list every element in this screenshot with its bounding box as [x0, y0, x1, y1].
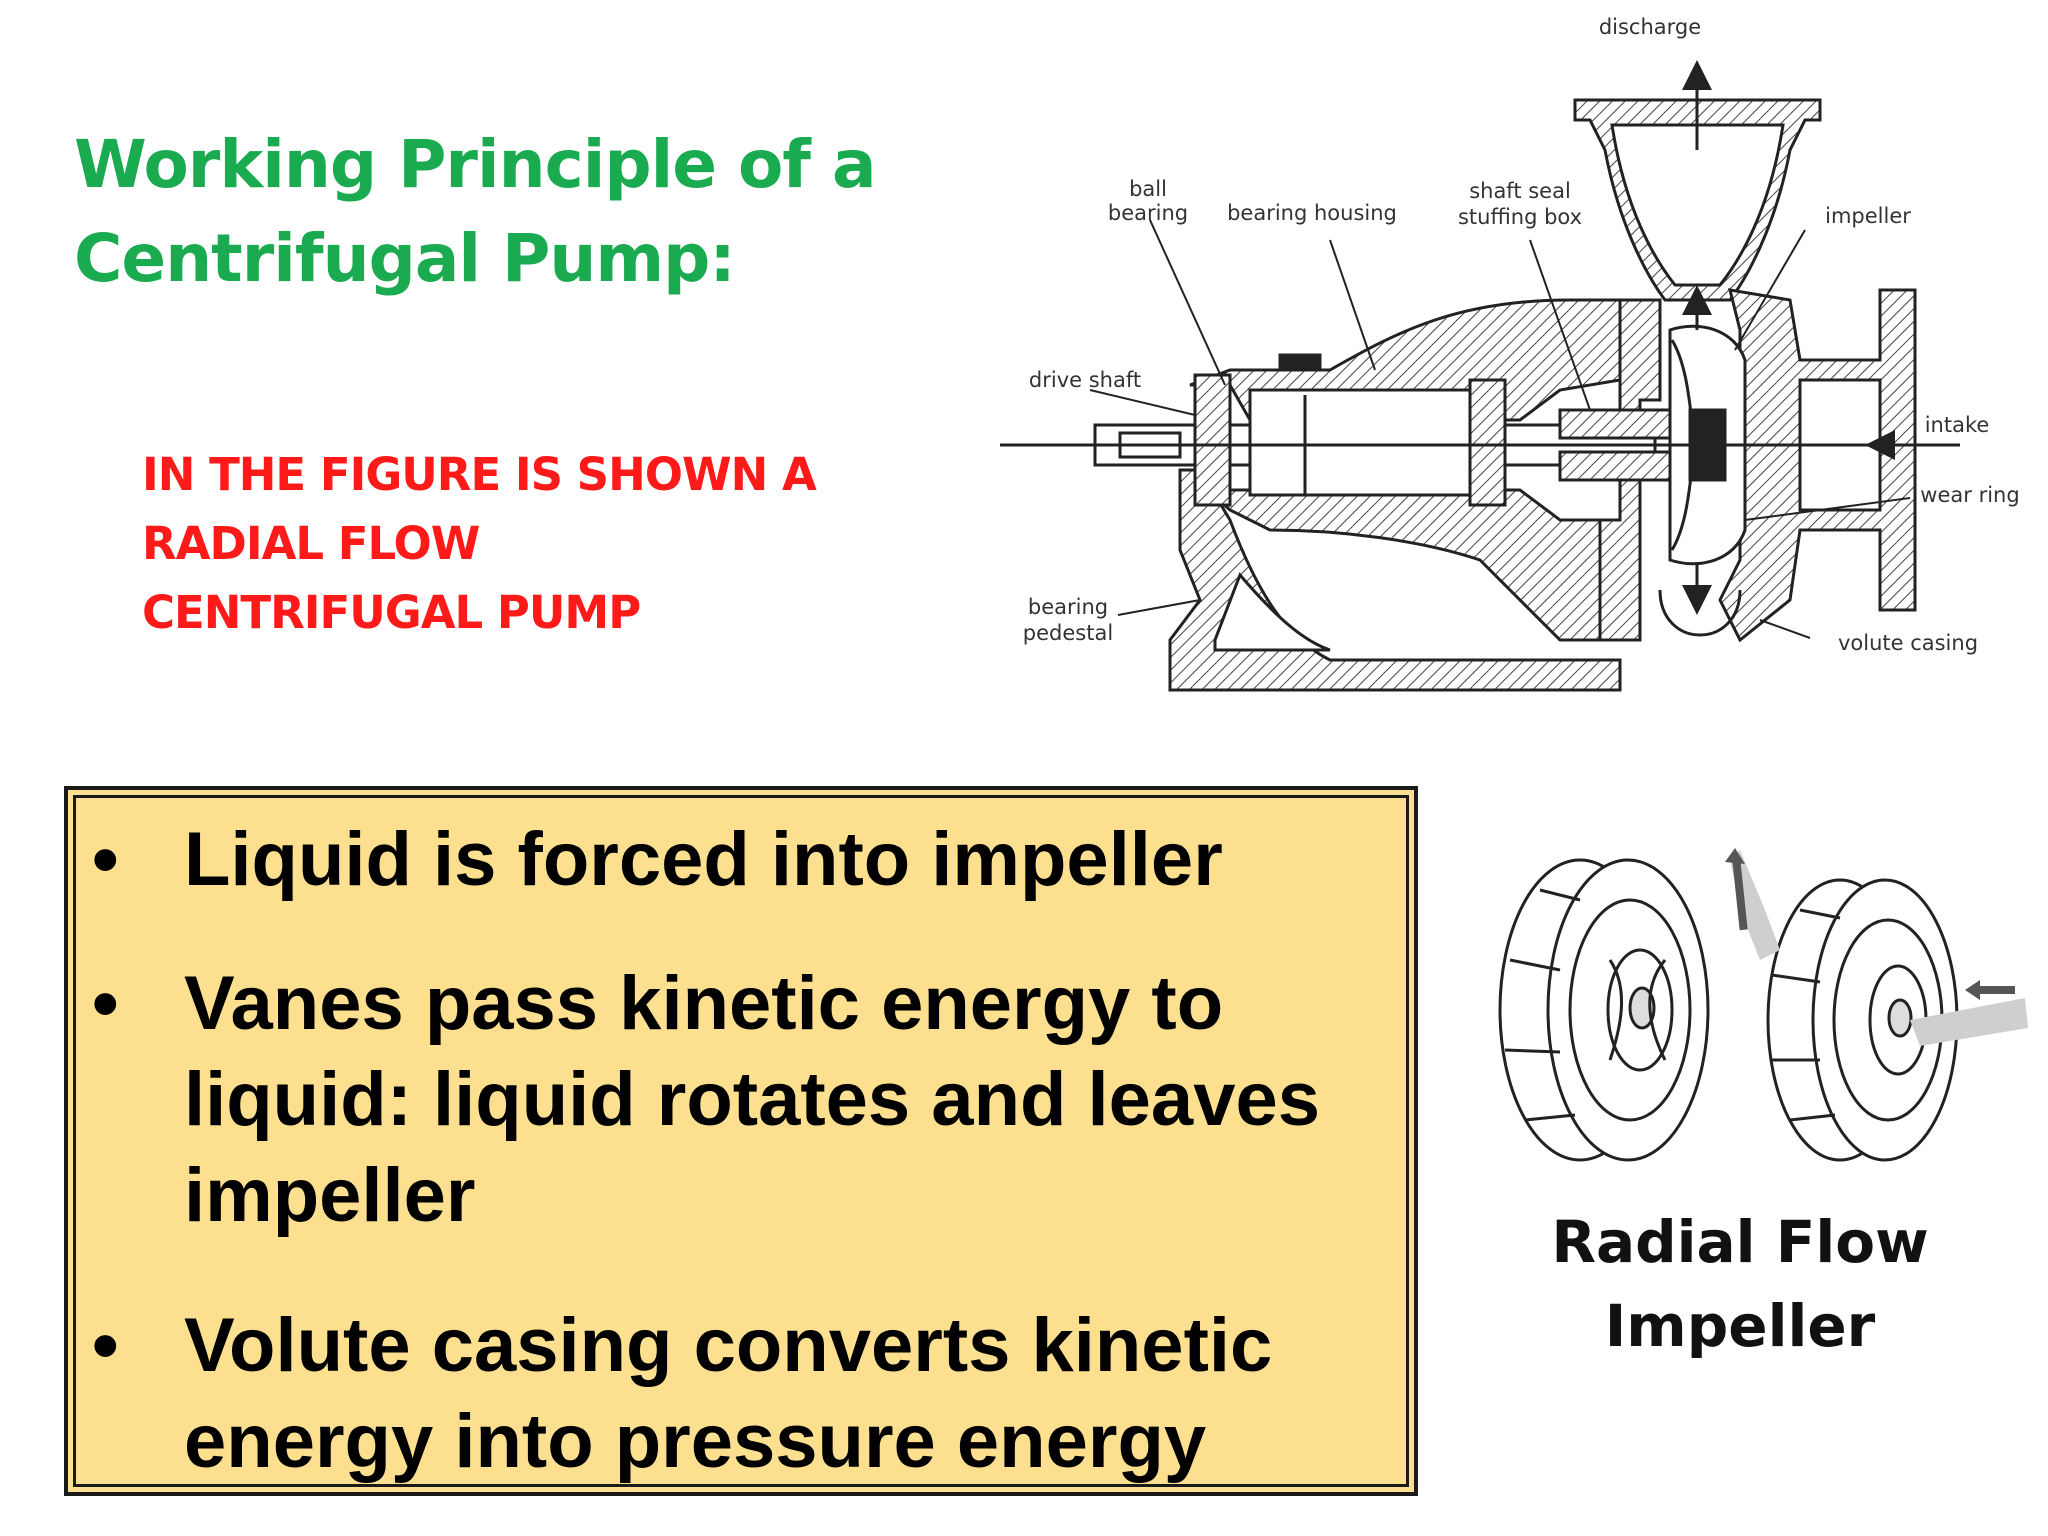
label-pedestal: pedestal [1023, 621, 1113, 645]
flow-arrows [1725, 848, 2028, 1046]
subtitle-line-3: CENTRIFUGAL PUMP [142, 586, 641, 639]
label-bearing: bearing [1108, 201, 1188, 225]
label-drive-shaft: drive shaft [1029, 368, 1141, 392]
title-line-2: Centrifugal Pump: [74, 220, 736, 297]
bullet-dot-1: • [92, 817, 119, 902]
label-impeller: impeller [1825, 204, 1911, 228]
impeller-caption: Radial Flow Impeller [1500, 1200, 1980, 1368]
figure-subtitle: IN THE FIGURE IS SHOWN A RADIAL FLOW CEN… [142, 440, 902, 647]
pump-cross-section-diagram: discharge ball bearing bearing housing s… [1000, 0, 2048, 730]
subtitle-line-2: RADIAL FLOW [142, 517, 480, 570]
key-points-box: • Liquid is forced into impeller • Vanes… [64, 786, 1418, 1496]
bullet-dot-3: • [92, 1303, 119, 1388]
page-title: Working Principle of a Centrifugal Pump: [74, 118, 894, 306]
label-ball: ball [1129, 177, 1167, 201]
label-bearing-2: bearing [1028, 595, 1108, 619]
label-wear-ring: wear ring [1920, 483, 2019, 507]
label-bearing-housing: bearing housing [1227, 201, 1397, 225]
caption-line-1: Radial Flow [1551, 1208, 1929, 1276]
diagram-labels: discharge ball bearing bearing housing s… [1023, 15, 2020, 655]
bullet-2-line-3: impeller [184, 1153, 476, 1238]
label-intake: intake [1925, 413, 1990, 437]
impeller-right [1766, 878, 1959, 1162]
impeller-left [1498, 858, 1710, 1162]
label-stuffing-box: stuffing box [1458, 205, 1582, 229]
bullet-1-line-1: Liquid is forced into impeller [184, 817, 1223, 902]
bullet-dot-2: • [92, 961, 119, 1046]
label-shaft-seal: shaft seal [1469, 179, 1571, 203]
label-discharge: discharge [1599, 15, 1701, 39]
title-line-1: Working Principle of a [74, 126, 877, 203]
radial-flow-impeller-illustration [1480, 820, 2040, 1180]
caption-line-2: Impeller [1604, 1292, 1876, 1360]
bullet-3-line-1: Volute casing converts kinetic [184, 1303, 1273, 1388]
bullet-3-line-2: energy into pressure energy [184, 1399, 1207, 1484]
bullet-2-line-2: liquid: liquid rotates and leaves [184, 1057, 1320, 1142]
label-volute-casing: volute casing [1838, 631, 1978, 655]
subtitle-line-1: IN THE FIGURE IS SHOWN A [142, 448, 817, 501]
bullet-2-line-1: Vanes pass kinetic energy to [184, 961, 1224, 1046]
